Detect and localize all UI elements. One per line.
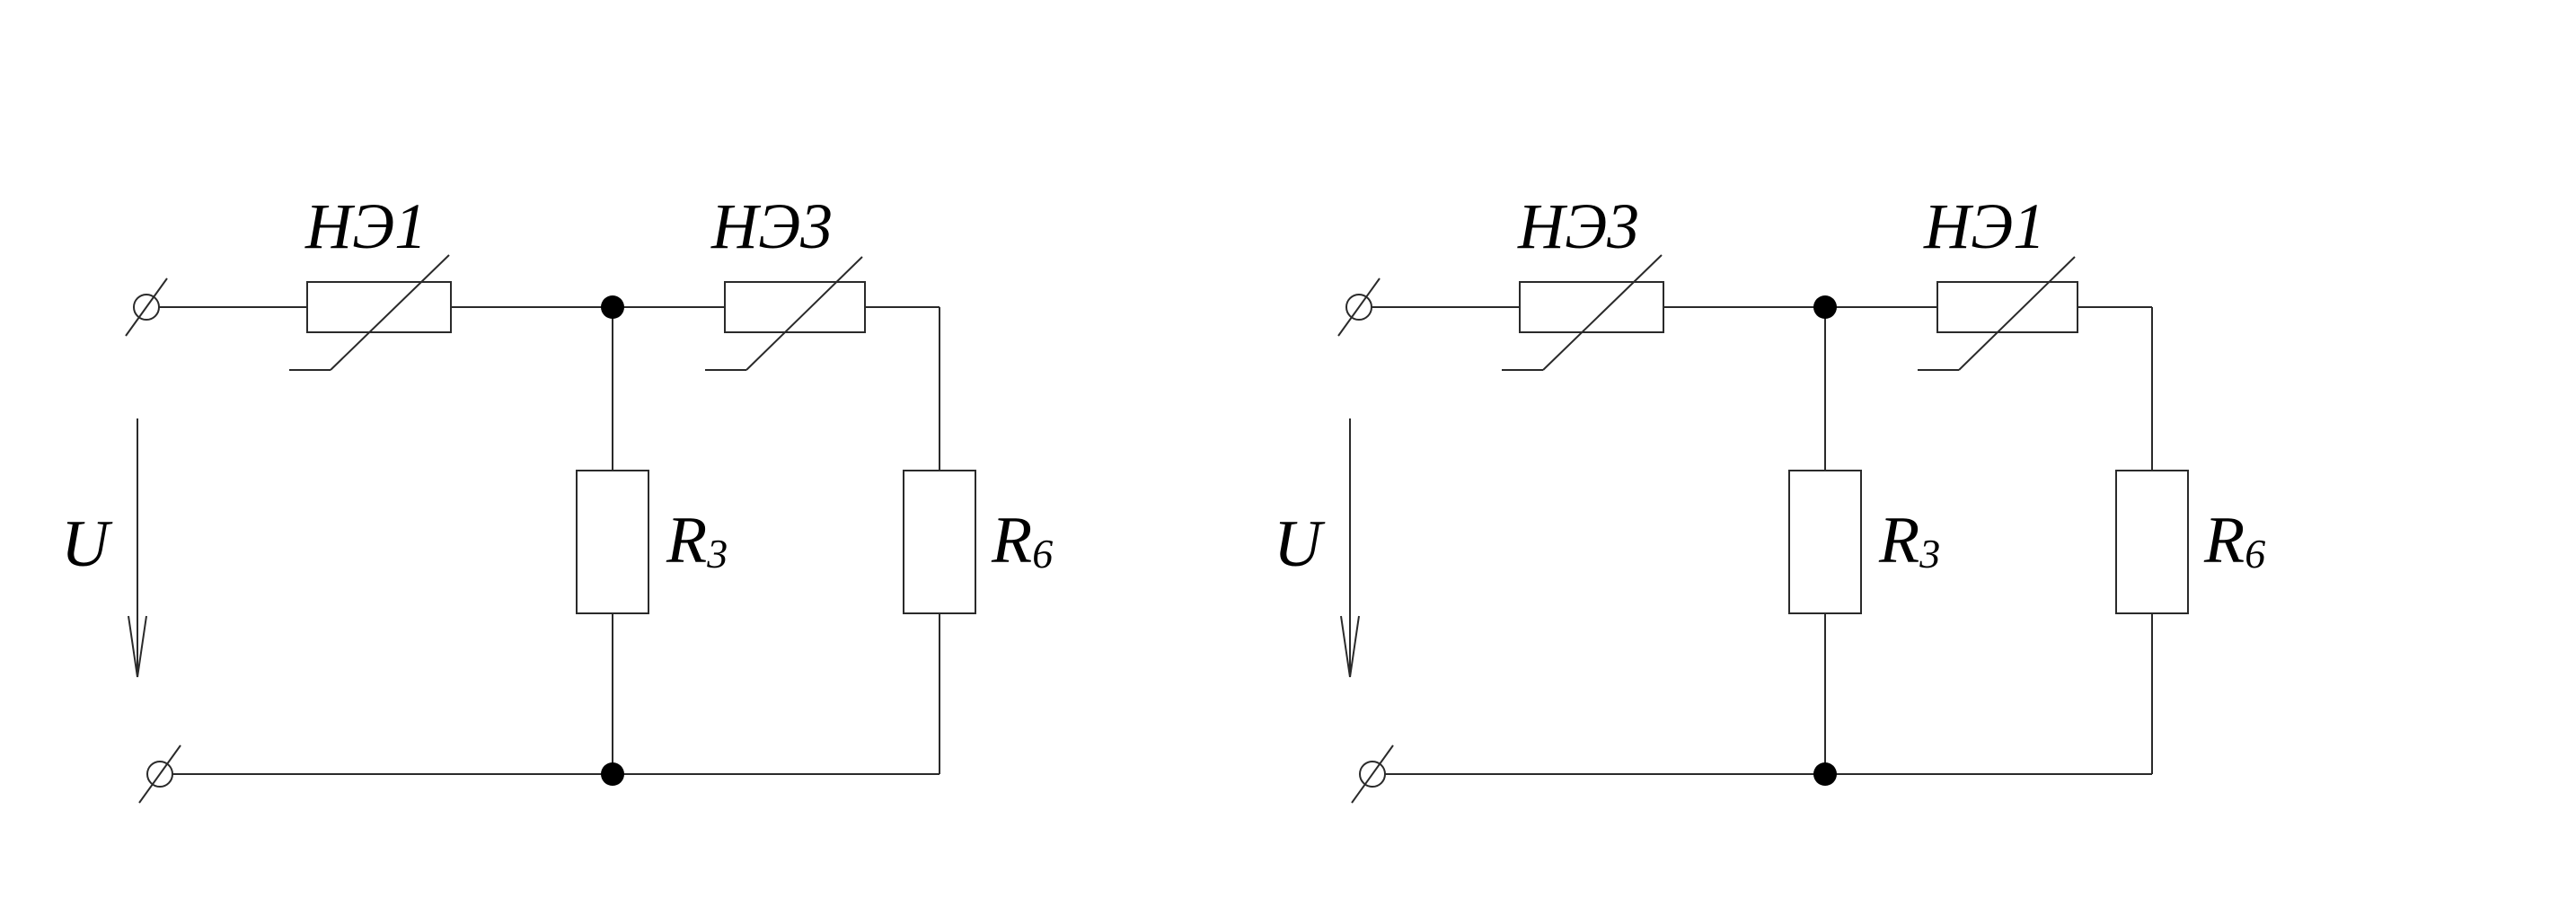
- resistor-2-label: R6: [991, 504, 1053, 577]
- nonlinear-element-2: [1918, 256, 2078, 371]
- resistor-2: [2115, 470, 2189, 614]
- resistor-1-letter: R: [666, 504, 707, 577]
- voltage-arrow: [1340, 418, 1360, 678]
- resistor-2-letter: R: [991, 504, 1032, 577]
- resistor-2-label: R6: [2203, 504, 2265, 577]
- nonlinear-element-1: [1502, 254, 1664, 371]
- resistor-1-letter: R: [1878, 504, 1919, 577]
- resistor-2: [903, 470, 976, 614]
- resistor-2-subscript: 6: [2245, 531, 2265, 577]
- resistor-2-subscript: 6: [1032, 531, 1053, 577]
- resistor-2-letter: R: [2203, 504, 2245, 577]
- resistor-1: [576, 470, 649, 614]
- junction-bottom: [1813, 762, 1837, 786]
- nonlinear-element-2: [705, 256, 866, 371]
- element-1-label: НЭ1: [304, 190, 427, 262]
- resistor-1-label: R3: [1878, 504, 1940, 577]
- circuit-1: НЭ1 НЭ3 R3 R6 U: [61, 190, 1053, 804]
- junction-bottom: [601, 762, 624, 786]
- nonlinear-element-1: [289, 254, 452, 371]
- voltage-label: U: [1274, 507, 1326, 581]
- voltage-label: U: [61, 507, 113, 581]
- circuit-2: НЭ3 НЭ1 R3 R6 U: [1274, 190, 2265, 804]
- resistor-1-subscript: 3: [706, 531, 728, 577]
- element-1-label: НЭ3: [1517, 190, 1639, 262]
- resistor-1-label: R3: [666, 504, 728, 577]
- junction-top: [1813, 295, 1837, 319]
- resistor-1-subscript: 3: [1919, 531, 1940, 577]
- voltage-arrow: [128, 418, 147, 678]
- resistor-1: [1788, 470, 1862, 614]
- element-2-label: НЭ1: [1923, 190, 2045, 262]
- junction-top: [601, 295, 624, 319]
- element-2-label: НЭ3: [710, 190, 833, 262]
